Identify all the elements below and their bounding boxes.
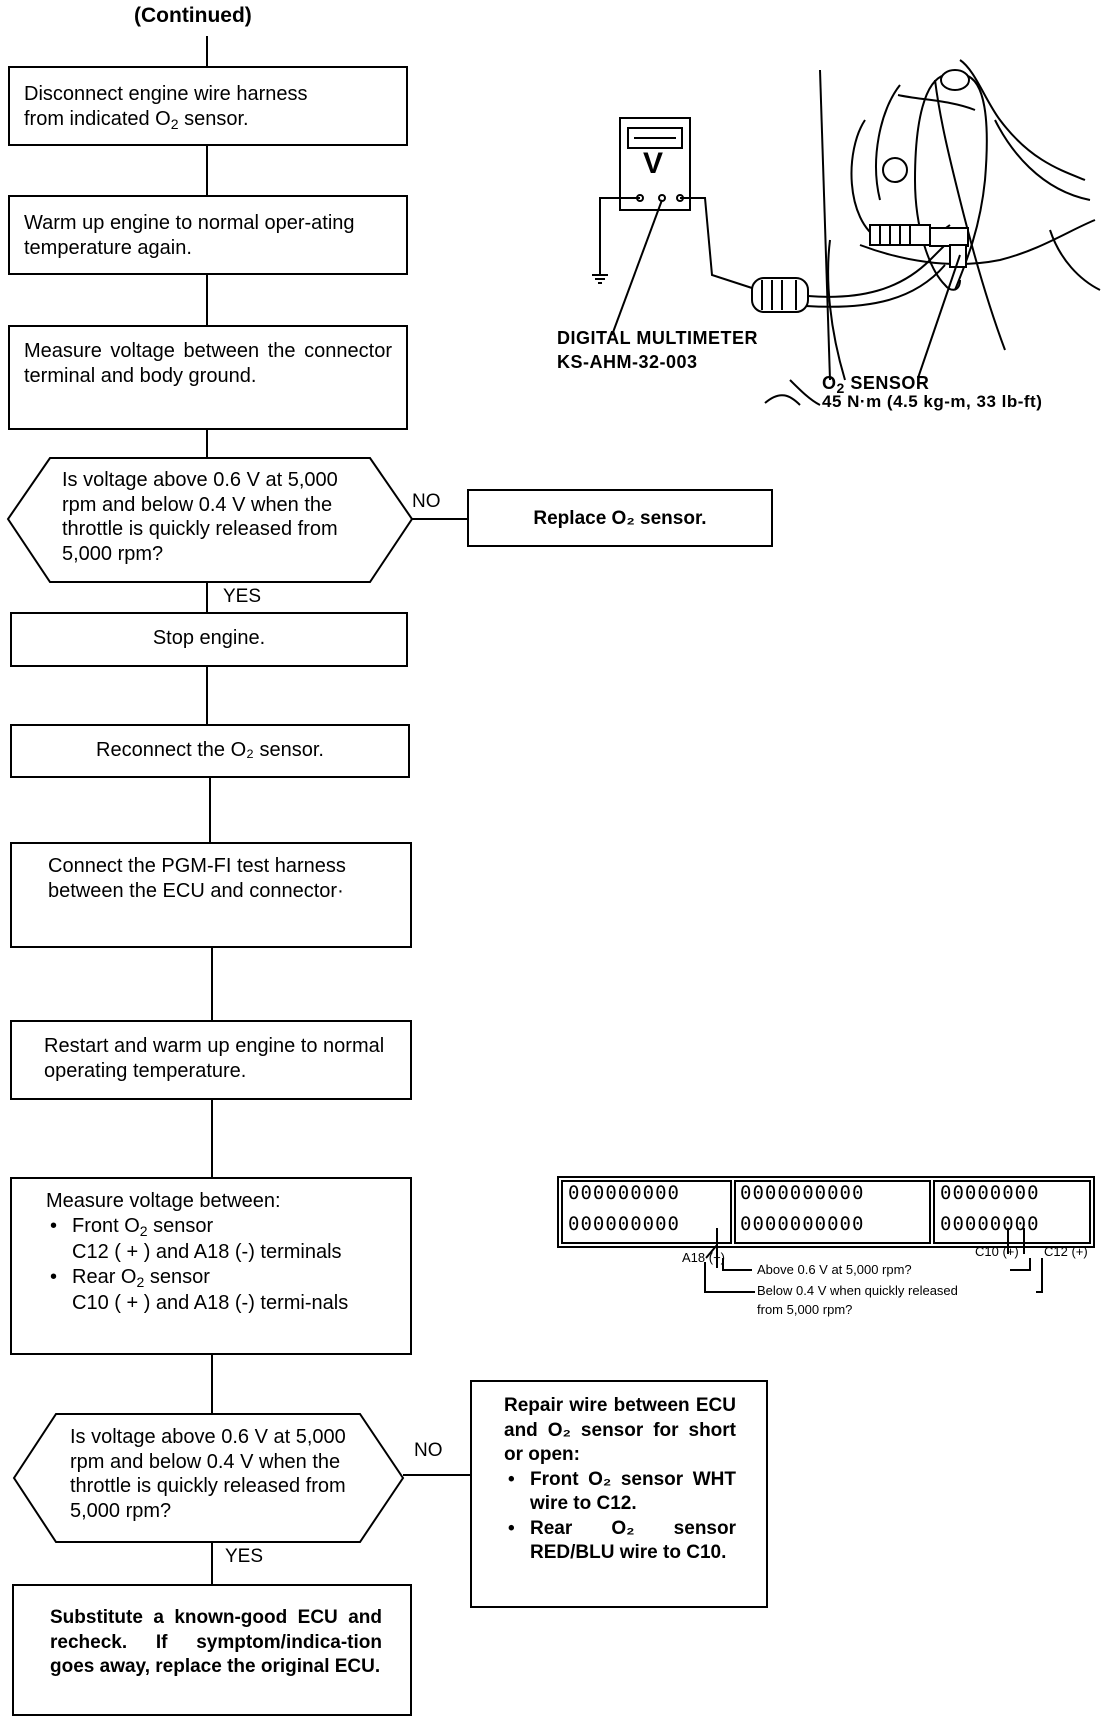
connector-row2-right: 00000000 [940, 1213, 1040, 1235]
front-sensor-sub: 2 [139, 1223, 148, 1239]
front-sensor-a: Front O [72, 1215, 140, 1237]
step-repair-wire: Repair wire between ECU and O₂ sensor fo… [470, 1380, 768, 1608]
step-disconnect-line1: Disconnect engine wire harness [24, 83, 308, 105]
label-a18: A18 (−) [682, 1250, 725, 1265]
step-connect-test-harness: Connect the PGM-FI test harness between … [10, 842, 412, 948]
multimeter-label-name: DIGITAL MULTIMETER [557, 328, 758, 348]
connector-row2-mid: 0000000000 [740, 1213, 865, 1235]
connector-row1-mid: 0000000000 [740, 1182, 865, 1204]
decision-1-text: Is voltage above 0.6 V at 5,000 rpm and … [62, 469, 338, 565]
connector-row2-left: 000000000 [568, 1213, 680, 1235]
label-c10: C10 (+) [975, 1244, 1019, 1259]
step-reconnect-sensor: Reconnect the O₂ sensor. [10, 724, 410, 778]
note-from: from 5,000 rpm? [757, 1302, 853, 1317]
rear-sensor-a: Rear O [72, 1266, 137, 1288]
decision-2-shape [12, 1413, 405, 1543]
continued-heading: (Continued) [134, 4, 252, 27]
step-replace-sensor: Replace O₂ sensor. [467, 489, 773, 547]
step-substitute-ecu: Substitute a known-good ECU and recheck.… [12, 1584, 412, 1716]
repair-front-item: Front O₂ sensor WHT wire to C12. [504, 1468, 736, 1517]
repair-intro: Repair wire between ECU and O₂ sensor fo… [504, 1395, 736, 1465]
label-c12: C12 (+) [1044, 1244, 1088, 1259]
step-measure-voltage: Measure voltage between the connector te… [8, 325, 408, 430]
rear-sensor-b: sensor [144, 1266, 210, 1288]
step-disconnect-line2a: from indicated O [24, 108, 171, 130]
multimeter-label-part: KS-AHM-32-003 [557, 352, 698, 372]
decision-1-no-label: NO [412, 491, 441, 512]
rear-sensor-sub: 2 [136, 1274, 145, 1290]
multimeter-symbol: V [643, 147, 664, 180]
measure-rear-item: Rear O2 sensor C10 ( + ) and A18 (-) ter… [46, 1265, 396, 1316]
decision-1-shape [6, 457, 414, 583]
o2-sensor-label: O2 SENSOR [822, 372, 930, 396]
o2-sensor-torque: 45 N·m (4.5 kg-m, 33 lb-ft) [822, 392, 1043, 411]
step-measure-terminals: Measure voltage between: Front O2 sensor… [10, 1177, 412, 1355]
connector-row1-left: 000000000 [568, 1182, 680, 1204]
repair-rear-item: Rear O₂ sensor RED/BLU wire to C10. [504, 1517, 736, 1566]
measure-front-item: Front O2 sensor C12 ( + ) and A18 (-) te… [46, 1214, 396, 1265]
measure-terminals-intro: Measure voltage between: [46, 1190, 281, 1212]
o2-sensor-label-b: SENSOR [844, 373, 930, 393]
step-disconnect-harness: Disconnect engine wire harness from indi… [8, 66, 408, 146]
decision-1-yes-label: YES [223, 586, 262, 607]
step-disconnect-line2b: sensor. [178, 108, 249, 130]
decision-2-no-label: NO [414, 1440, 443, 1461]
front-sensor-terminals: C12 ( + ) and A18 (-) terminals [72, 1241, 342, 1263]
step-stop-engine: Stop engine. [10, 612, 408, 667]
step-warm-up: Warm up engine to normal oper-ating temp… [8, 195, 408, 275]
ecu-connector-outline [557, 1176, 1095, 1248]
rear-sensor-terminals: C10 ( + ) and A18 (-) termi-nals [72, 1292, 349, 1314]
note-above: Above 0.6 V at 5,000 rpm? [757, 1262, 912, 1277]
note-below: Below 0.4 V when quickly released [757, 1283, 958, 1298]
repair-list: Front O₂ sensor WHT wire to C12. Rear O₂… [504, 1468, 736, 1566]
decision-2-text: Is voltage above 0.6 V at 5,000 rpm and … [70, 1426, 346, 1522]
o2-sensor-label-sub: 2 [836, 380, 845, 396]
front-sensor-b: sensor [147, 1215, 214, 1237]
measure-terminals-list: Front O2 sensor C12 ( + ) and A18 (-) te… [46, 1214, 396, 1316]
decision-2-yes-label: YES [225, 1546, 264, 1567]
step-restart-engine: Restart and warm up engine to normal ope… [10, 1020, 412, 1100]
o2-subscript: 2 [170, 116, 179, 132]
connector-row1-right: 00000000 [940, 1182, 1040, 1204]
o2-sensor-label-a: O [822, 373, 837, 393]
